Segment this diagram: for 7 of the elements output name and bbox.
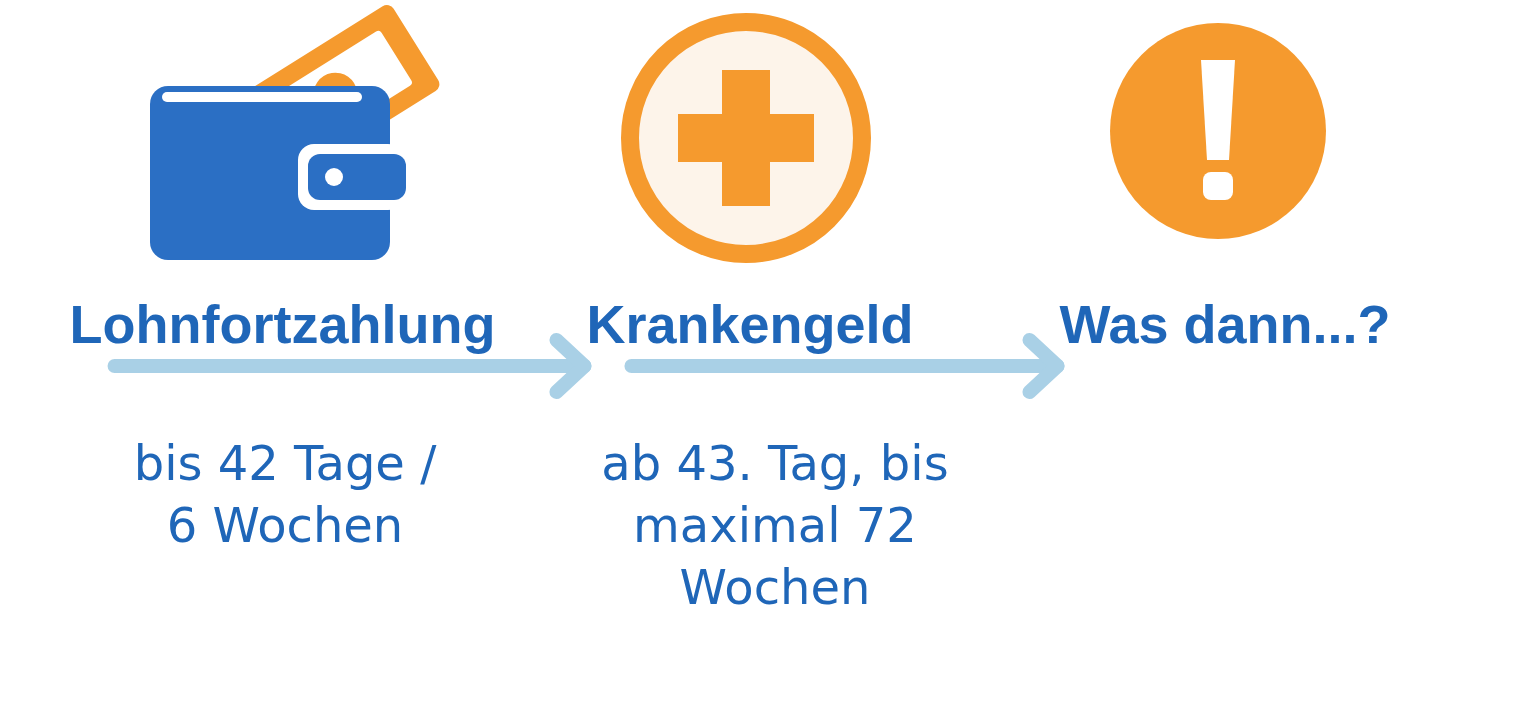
edge-label: ab 43. Tag, bis maximal 72 Wochen: [600, 434, 950, 617]
edge-label: bis 42 Tage / 6 Wochen: [132, 434, 438, 555]
stage-title: Krankengeld: [586, 293, 914, 356]
stage-title: Lohnfortzahlung: [69, 293, 496, 356]
arrow: [107, 333, 592, 399]
stage-title: Was dann...?: [1059, 293, 1391, 356]
arrow: [624, 333, 1065, 399]
